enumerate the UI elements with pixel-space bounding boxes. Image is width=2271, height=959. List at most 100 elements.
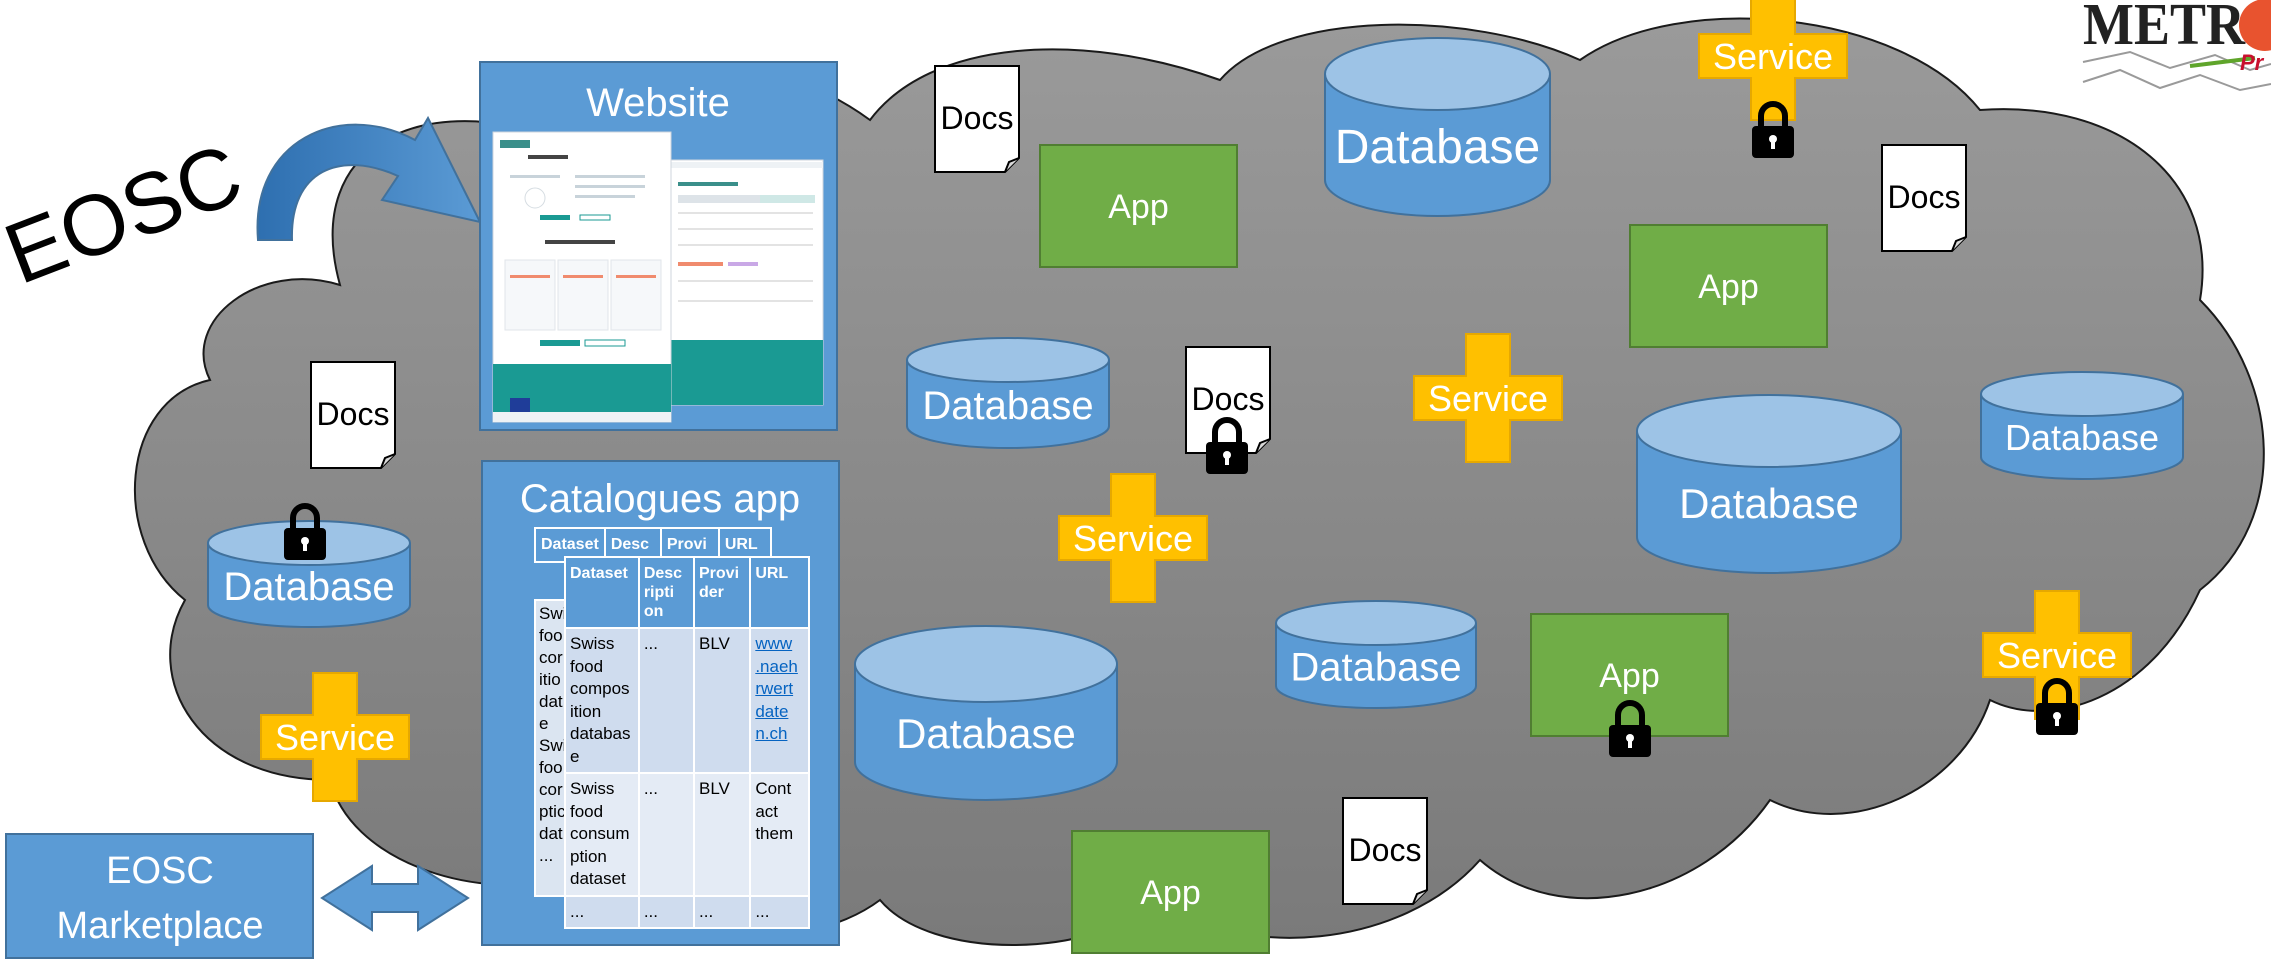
table-cell: Swiss food compos ition databas e <box>564 627 640 774</box>
marketplace-label-line2: Marketplace <box>57 905 264 947</box>
table-cell: BLV <box>692 772 752 897</box>
service-label: Service <box>1997 635 2117 676</box>
docs-page: Docs <box>1881 144 1967 252</box>
database-cylinder: Database <box>854 625 1118 801</box>
app-box: App <box>1530 613 1729 737</box>
table-cell: ... <box>637 894 696 929</box>
database-label: Database <box>1290 646 1461 690</box>
database-label: Database <box>2005 417 2159 458</box>
lock-icon <box>2036 678 2078 735</box>
database-cylinder: Database <box>1980 371 2184 480</box>
app-box: App <box>1629 224 1828 348</box>
double-arrow-icon <box>320 864 470 932</box>
back-cell-line: Swi <box>539 604 566 623</box>
table-cell: ... <box>637 772 696 897</box>
logo-tagline: Pr <box>2240 50 2265 75</box>
curved-arrow-icon <box>256 115 482 241</box>
service-cross: Service <box>1413 333 1563 463</box>
back-cell-line: dat <box>539 692 563 711</box>
lock-icon <box>1752 101 1794 158</box>
docs-label: Docs <box>317 396 390 432</box>
lock-icon <box>1206 417 1248 474</box>
back-cell-line: foo <box>539 626 563 645</box>
table-header-cell: Provi der <box>692 556 752 629</box>
lock-icon <box>284 503 326 560</box>
table-cell: BLV <box>692 627 752 774</box>
service-cross: Service <box>1698 0 1848 121</box>
app-label: App <box>1108 188 1169 226</box>
docs-label: Docs <box>1192 381 1265 417</box>
table-row: ............ <box>564 894 810 929</box>
docs-page: Docs <box>310 361 396 469</box>
service-cross: Service <box>260 672 410 802</box>
table-header-cell: URL <box>749 556 810 629</box>
table-header-cell: Dataset <box>564 556 640 629</box>
website-panel: Website <box>479 61 838 431</box>
app-box: App <box>1071 830 1270 954</box>
app-label: App <box>1698 268 1759 306</box>
table-cell: ... <box>637 627 696 774</box>
docs-label: Docs <box>1349 832 1422 868</box>
database-cylinder: Database <box>1275 600 1477 709</box>
table-cell: Cont act them <box>749 772 810 897</box>
docs-label: Docs <box>1888 179 1961 215</box>
service-label: Service <box>1428 378 1548 419</box>
back-cell-line: cor <box>539 780 563 799</box>
eosc-label: EOSC <box>0 126 254 303</box>
database-cylinder: Database <box>1324 37 1551 217</box>
table-cell: ... <box>564 894 640 929</box>
back-cell-line: e <box>539 714 549 733</box>
back-cell-line: itio <box>539 670 561 689</box>
back-cell-line: ptic <box>539 802 566 821</box>
marketplace-box: EOSC Marketplace <box>5 833 314 959</box>
back-cell-line: ... <box>539 846 554 865</box>
service-label: Service <box>275 717 395 758</box>
databases-group: DatabaseDatabaseDatabaseDatabaseDatabase… <box>207 37 2184 801</box>
app-label: App <box>1140 874 1201 912</box>
marketplace-label-line1: EOSC <box>106 850 214 892</box>
metro-logo: METRO Pr <box>2082 0 2271 92</box>
app-label: App <box>1599 657 1660 695</box>
website-screenshot-front <box>492 131 672 423</box>
database-label: Database <box>922 384 1093 428</box>
website-title: Website <box>586 81 730 125</box>
database-label: Database <box>896 710 1076 757</box>
back-cell-line: cor <box>539 648 563 667</box>
url-link[interactable]: www .naeh rwert date n.ch <box>749 627 810 774</box>
database-label: Database <box>1335 121 1540 174</box>
catalogues-title: Catalogues app <box>520 477 800 521</box>
back-cell-line: foo <box>539 758 563 777</box>
docs-page: Docs <box>1342 797 1428 905</box>
database-cylinder: Database <box>1636 394 1902 574</box>
table-cell: ... <box>692 894 752 929</box>
website-screenshot-back <box>667 159 824 406</box>
database-cylinder: Database <box>906 337 1110 449</box>
table-cell: Swiss food consum ption dataset <box>564 772 640 897</box>
back-cell-line: dat <box>539 824 563 843</box>
database-cylinder: Database <box>207 520 411 628</box>
service-cross: Service <box>1058 473 1208 603</box>
table-cell: ... <box>749 894 810 929</box>
service-label: Service <box>1713 36 1833 77</box>
docs-page: Docs <box>934 65 1020 173</box>
app-box: App <box>1039 144 1238 268</box>
database-label: Database <box>1679 480 1859 527</box>
database-label: Database <box>223 565 394 609</box>
docs-label: Docs <box>941 100 1014 136</box>
lock-icon <box>1609 700 1651 757</box>
service-label: Service <box>1073 518 1193 559</box>
service-cross: Service <box>1982 590 2132 720</box>
back-cell-line: Swi <box>539 736 566 755</box>
docs-page: Docs <box>1185 346 1271 454</box>
table-header-cell: Desc ripti on <box>637 556 696 629</box>
